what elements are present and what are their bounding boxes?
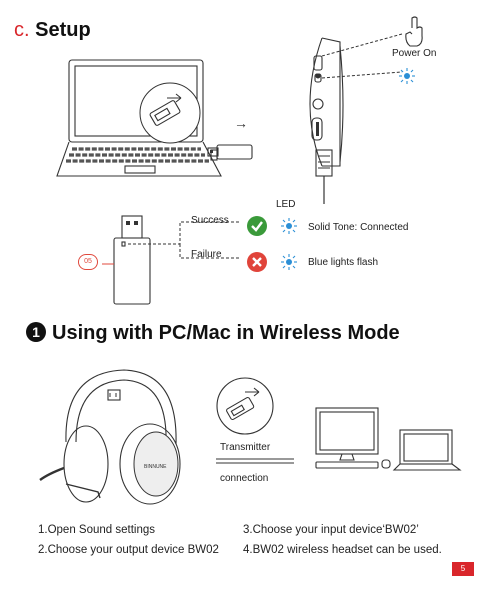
dongle-badge: 05 (78, 254, 98, 270)
headset-illustration: BINNUNE (28, 364, 188, 514)
step-4: 4.BW02 wireless headset can be used. (243, 544, 442, 556)
connection-double-line (216, 457, 294, 467)
step-1: 1.Open Sound settings (38, 524, 155, 536)
setup-heading: c. Setup (14, 19, 91, 42)
connection-label: connection (220, 473, 268, 484)
headset-side-illustration (282, 16, 442, 206)
section-number-badge: 1 (26, 322, 46, 342)
laptop-illustration (55, 58, 260, 188)
usb-dongle-icon (207, 142, 255, 164)
led-label: LED (276, 199, 295, 210)
success-label: Success (191, 215, 229, 226)
setup-letter: c. (14, 19, 30, 41)
failure-cross-icon (246, 251, 268, 273)
power-on-label: Power On (392, 48, 436, 59)
led-blue-icon (399, 68, 415, 84)
setup-title: Setup (35, 19, 91, 41)
section-heading: 1 Using with PC/Mac in Wireless Mode (26, 322, 400, 345)
transmitter-zoom-illustration (215, 376, 275, 436)
arrow-right-icon: → (234, 115, 248, 131)
section-title: Using with PC/Mac in Wireless Mode (52, 322, 400, 344)
headset-brand: BINNUNE (144, 464, 167, 470)
connected-text: Solid Tone: Connected (308, 222, 408, 233)
step-2: 2.Choose your output device BW02 (38, 544, 219, 556)
page-number: 5 (452, 562, 474, 576)
computers-illustration (310, 406, 470, 476)
led-solid-icon (281, 218, 297, 234)
failure-label: Failure (191, 249, 222, 260)
flash-text: Blue lights flash (308, 257, 378, 268)
led-flash-icon (281, 254, 297, 270)
success-check-icon (246, 215, 268, 237)
transmitter-label: Transmitter (220, 442, 270, 453)
step-3: 3.Choose your input device‘BW02’ (243, 524, 419, 536)
dongle-status-diagram (100, 212, 250, 312)
